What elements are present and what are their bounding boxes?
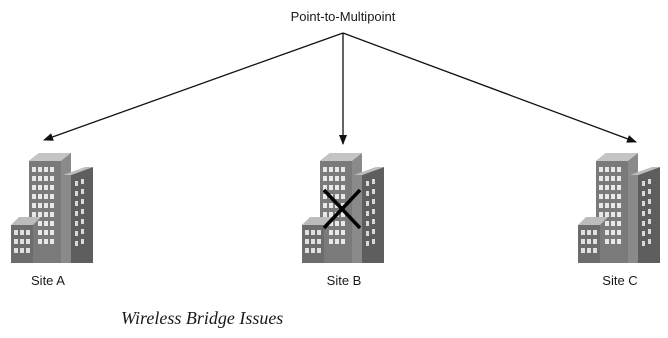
failure-x-icon: [322, 188, 362, 230]
root-node-label: Point-to-Multipoint: [290, 9, 396, 24]
site-a-label: Site A: [31, 273, 65, 288]
site-c-building-icon: [578, 153, 660, 263]
site-c-label: Site C: [602, 273, 638, 288]
link-arrow-site-c: [342, 32, 637, 143]
link-arrow-site-a: [43, 32, 344, 141]
figure-caption: Wireless Bridge Issues: [121, 308, 284, 328]
site-a-building-icon: [11, 153, 93, 263]
site-b-label: Site B: [326, 273, 362, 288]
